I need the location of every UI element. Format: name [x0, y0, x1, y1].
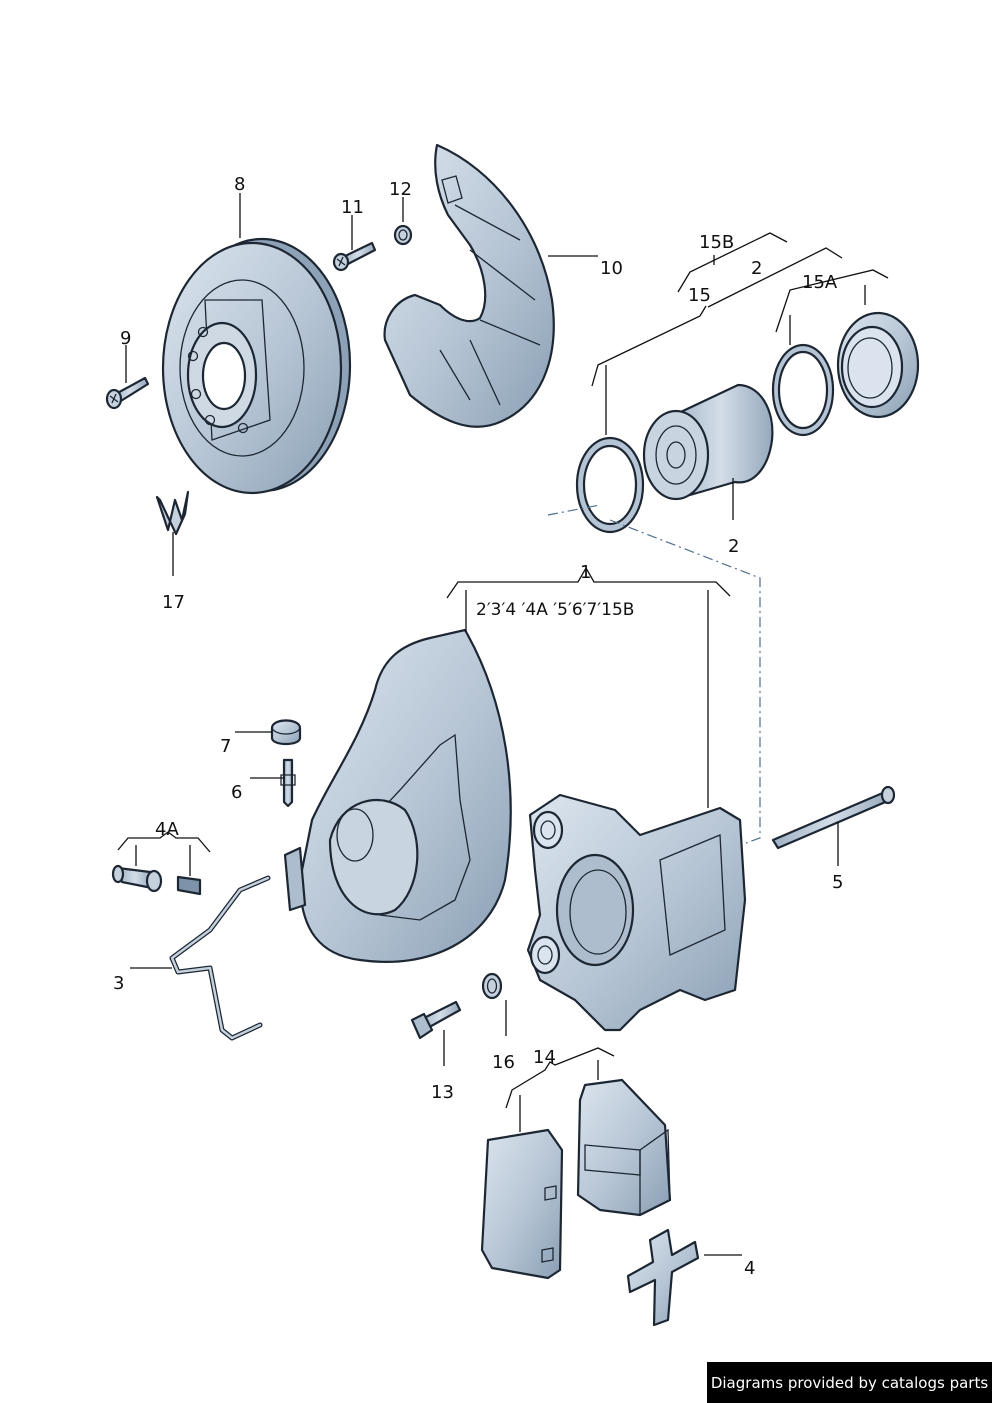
anti-rattle-clip	[626, 1228, 700, 1327]
leader-lines	[117, 193, 889, 1256]
caliper-housing	[283, 628, 512, 963]
label-15a: 15A	[802, 272, 838, 293]
label-15b: 15B	[699, 232, 734, 253]
label-2-top: 2	[751, 258, 762, 279]
label-14: 14	[533, 1047, 556, 1068]
dust-boot-15b	[836, 311, 920, 419]
retainer-spring	[169, 875, 271, 1041]
label-9: 9	[120, 328, 131, 349]
label-3: 3	[113, 973, 124, 994]
label-15: 15	[688, 285, 711, 306]
label-10: 10	[600, 258, 623, 279]
dust-cap-7	[270, 719, 302, 746]
brake-pads	[480, 1078, 672, 1280]
footer-credit: Diagrams provided by catalogs parts	[707, 1362, 992, 1403]
label-6: 6	[231, 782, 242, 803]
spring-clip	[155, 490, 190, 536]
label-4a: 4A	[155, 819, 179, 840]
label-5: 5	[832, 872, 843, 893]
washer-12	[393, 224, 413, 246]
circlip-15a	[771, 343, 835, 437]
guide-pin	[771, 785, 896, 850]
brake-disc	[161, 237, 352, 495]
shield-screw	[332, 241, 377, 272]
piston-seal-ring	[575, 436, 645, 534]
spring-washer-16	[481, 972, 503, 1000]
label-8: 8	[234, 174, 245, 195]
label-11: 11	[341, 197, 364, 218]
label-17: 17	[162, 592, 185, 613]
label-13: 13	[431, 1082, 454, 1103]
label-4: 4	[744, 1258, 755, 1279]
part-labels: 8 9 11 12 10 17 15B 2 15 15A 2 1 2′3′4 ′…	[113, 174, 843, 1279]
guide-bolt-sleeve	[111, 864, 202, 896]
label-16: 16	[492, 1052, 515, 1073]
bleeder-valve	[280, 758, 296, 808]
disc-screw	[105, 376, 150, 410]
carrier-bolt	[410, 1000, 462, 1040]
caliper-carrier	[526, 793, 747, 1032]
label-kit-contents: 2′3′4 ′4A ′5′6′7′15B	[476, 600, 634, 620]
label-2-bottom: 2	[728, 536, 739, 557]
label-12: 12	[389, 179, 412, 200]
label-7: 7	[220, 736, 231, 757]
caliper-piston	[642, 383, 774, 501]
splash-shield	[383, 143, 555, 428]
label-1: 1	[580, 562, 591, 583]
